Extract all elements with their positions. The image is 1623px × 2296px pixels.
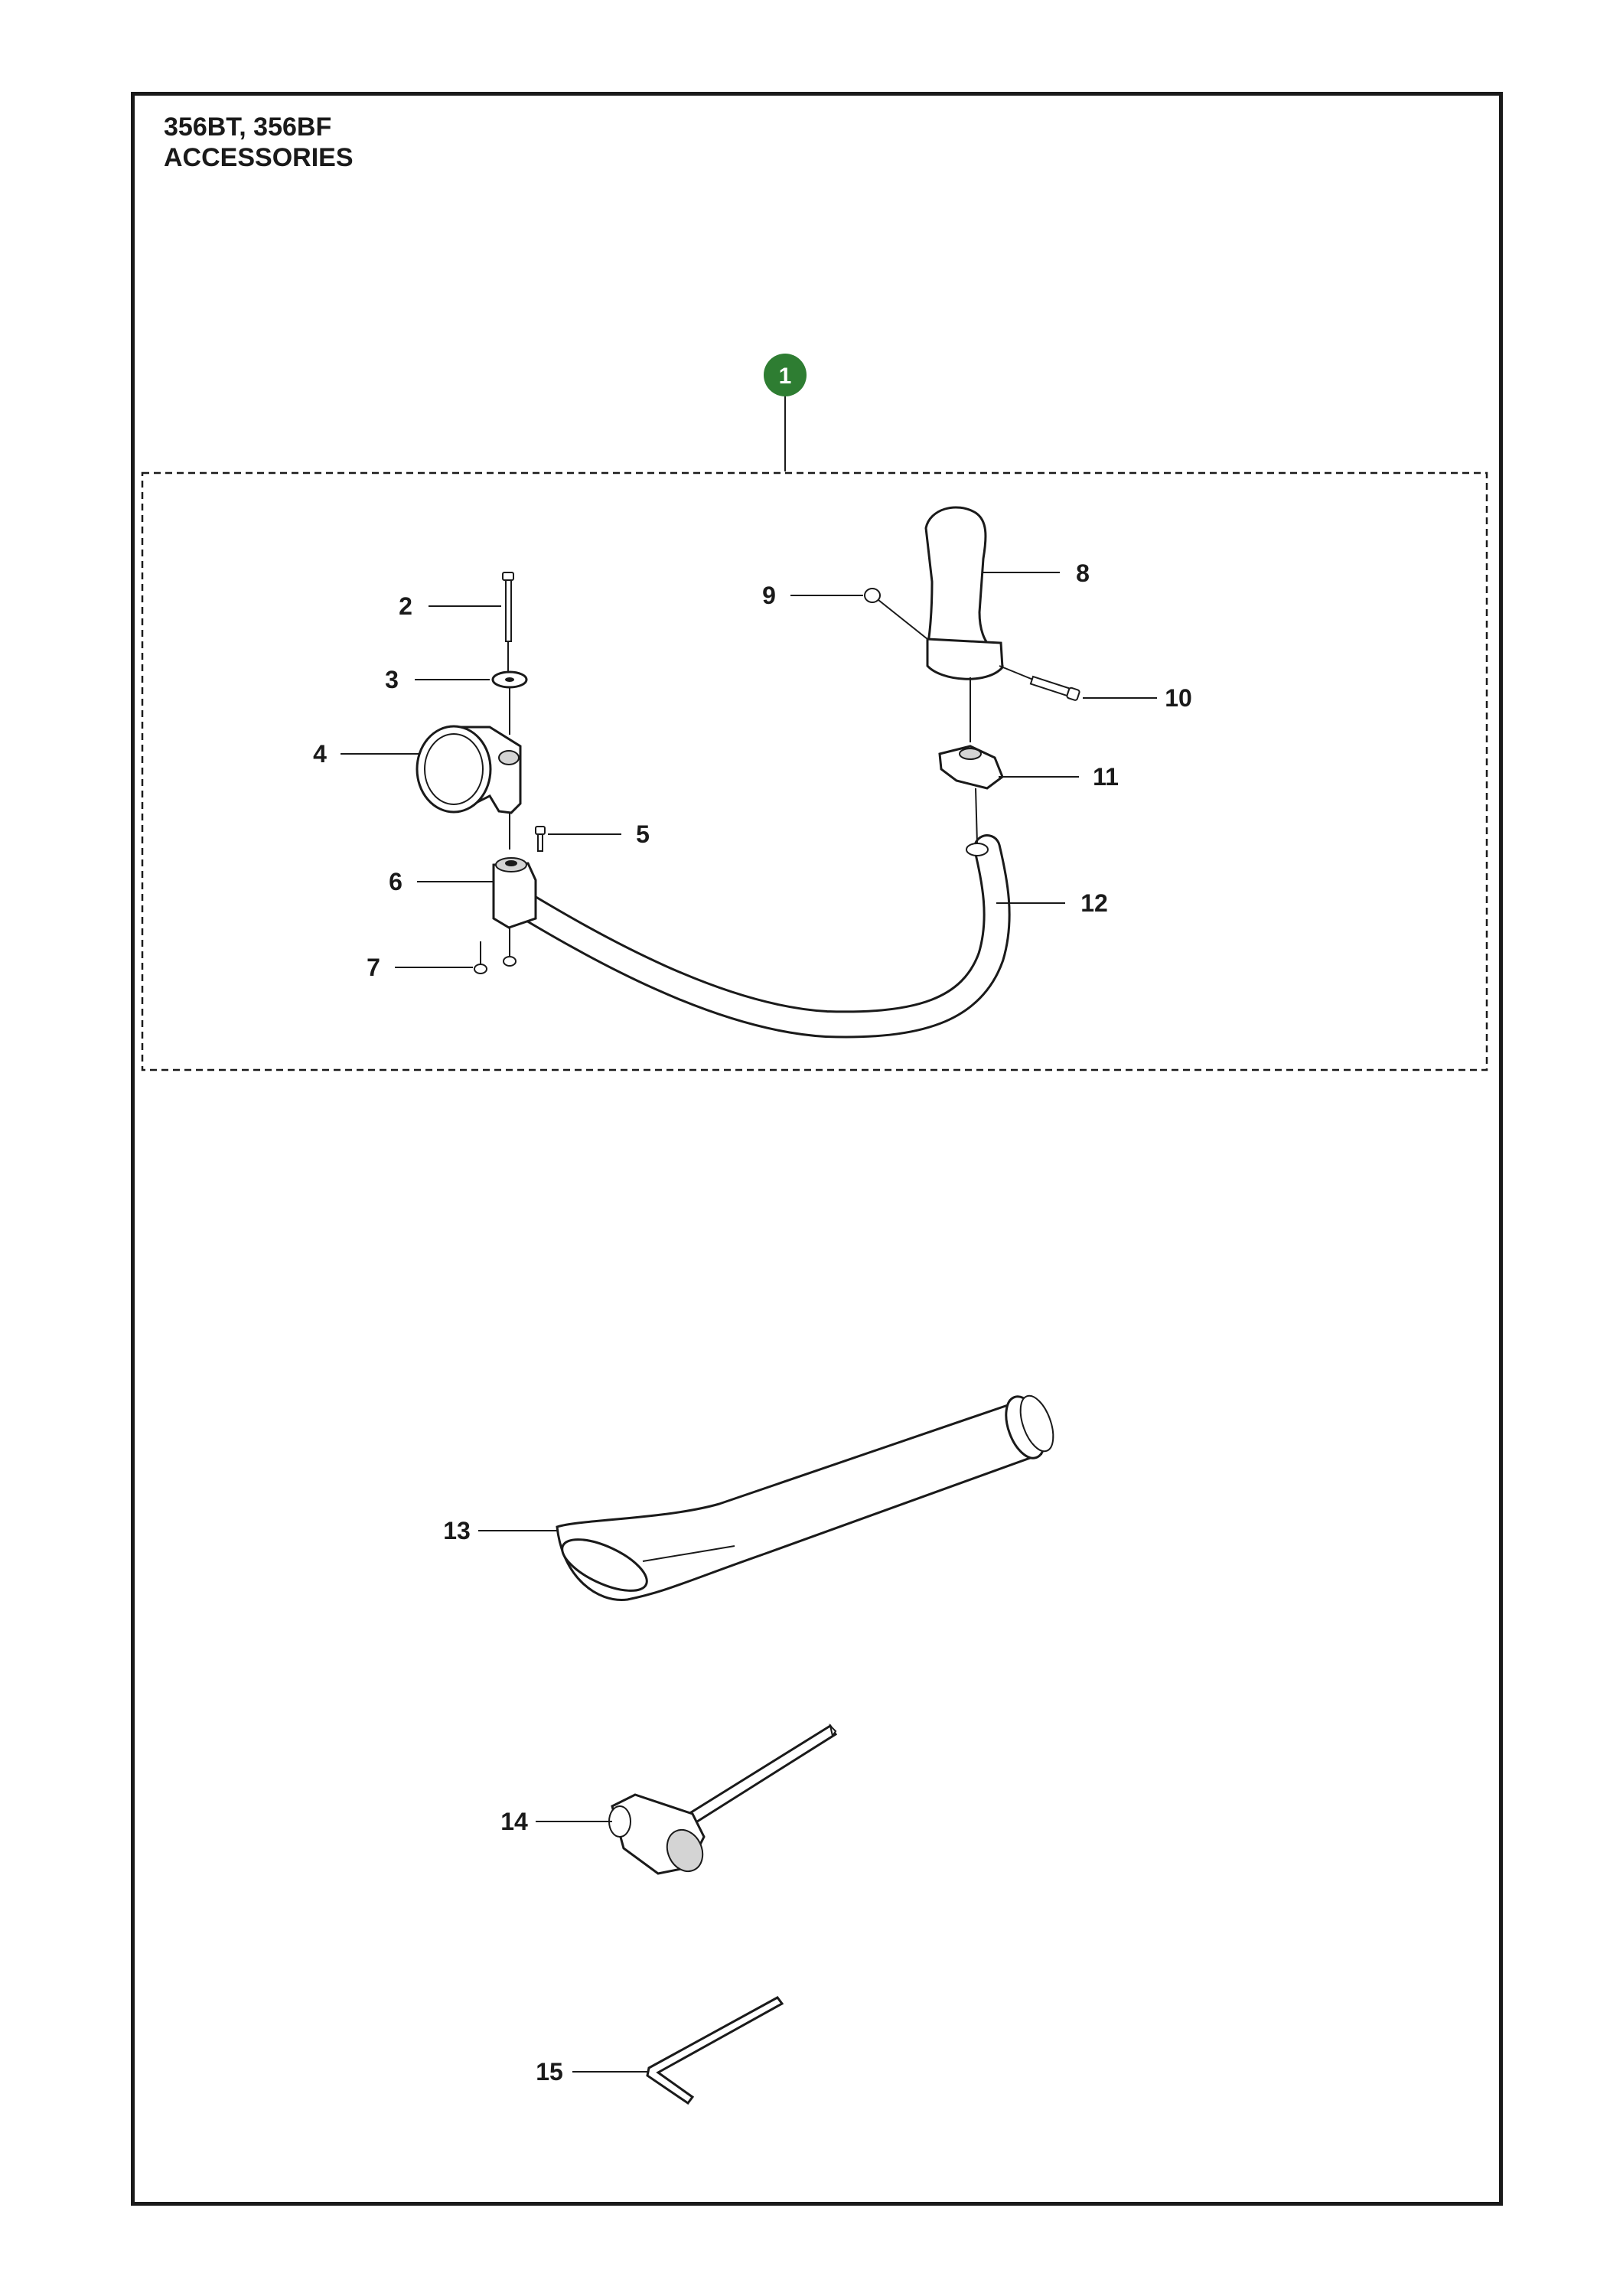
loop-tube-inner — [497, 837, 1009, 1036]
callout-7: 7 — [367, 954, 380, 981]
bolt-2-shank — [505, 579, 512, 642]
bolt-2-head — [502, 572, 514, 581]
screw-5-shank — [537, 833, 543, 852]
wrench-part-14 — [608, 1723, 838, 1875]
hex-key-15 — [646, 1996, 784, 2105]
bracket-11-axis — [975, 788, 978, 844]
callout-3: 3 — [385, 666, 399, 693]
clamp-6-bore — [505, 860, 517, 866]
section-title: ACCESSORIES — [164, 143, 354, 172]
screw-part-5 — [535, 826, 546, 852]
nozzle-13-body — [556, 1403, 1043, 1601]
kit-badge-label: 1 — [779, 364, 792, 389]
nozzle-13-end — [1019, 1394, 1054, 1453]
nut-7b — [474, 964, 487, 974]
wrench-14-shaft — [686, 1724, 838, 1825]
wrench-14-tip — [829, 1723, 837, 1738]
loop-tube-end — [966, 843, 989, 856]
screw-part-10 — [999, 665, 1080, 701]
callout-5: 5 — [636, 820, 650, 848]
model-title: 356BT, 356BF — [164, 113, 332, 142]
kit-badge: 1 — [764, 354, 807, 471]
washer-part-3 — [491, 670, 528, 735]
nozzle-part-13 — [556, 1394, 1054, 1601]
bolt-part-2 — [502, 572, 514, 673]
screw-10-head — [1066, 687, 1080, 701]
callout-2: 2 — [399, 592, 412, 620]
nozzle-13-seam — [642, 1545, 735, 1562]
clamp-4-boss — [498, 750, 520, 765]
callout-13: 13 — [443, 1517, 471, 1544]
callout-8: 8 — [1076, 559, 1090, 587]
callout-15: 15 — [536, 2058, 563, 2086]
nut-9-axis — [878, 599, 928, 640]
loop-handle-tube — [495, 834, 1011, 1039]
page-frame — [131, 92, 1503, 2206]
clamp-6-body — [492, 862, 537, 929]
nozzle-13-mouth — [561, 1538, 648, 1592]
screw-10-axis — [999, 665, 1034, 680]
wrench-14-hex-opening — [666, 1828, 704, 1873]
bracket-part-11 — [938, 745, 1004, 844]
wrench-14-small-end — [608, 1805, 631, 1838]
callout-14: 14 — [500, 1808, 528, 1835]
callout-12: 12 — [1080, 889, 1108, 917]
nuts-part-7 — [474, 928, 517, 974]
nut-part-9 — [864, 588, 928, 640]
kit-badge-circle — [764, 354, 807, 396]
title-block: 356BT, 356BF ACCESSORIES — [164, 112, 354, 173]
callouts: 2 3 4 5 6 7 8 9 10 11 12 13 14 15 — [313, 559, 1192, 2086]
screw-5-head — [535, 826, 546, 835]
washer-3-hole — [505, 677, 514, 682]
nut-7a — [503, 956, 517, 967]
clamp-block-part-6 — [492, 857, 537, 929]
callout-6: 6 — [389, 868, 402, 895]
grip-8-base — [926, 638, 1004, 680]
bracket-11-bore — [959, 748, 982, 760]
nut-9 — [864, 588, 881, 603]
hex-key-part-15 — [646, 1996, 784, 2105]
callout-10: 10 — [1165, 684, 1192, 712]
clamp-4-ring-inner — [424, 733, 484, 805]
screw-10-shank — [1029, 675, 1071, 697]
callout-11: 11 — [1093, 763, 1119, 791]
kit-group-box — [141, 471, 1488, 1071]
handle-grip-part-8 — [924, 506, 1004, 742]
clamp-ring-part-4 — [416, 725, 522, 850]
callout-4: 4 — [313, 740, 327, 768]
callout-9: 9 — [762, 582, 776, 609]
